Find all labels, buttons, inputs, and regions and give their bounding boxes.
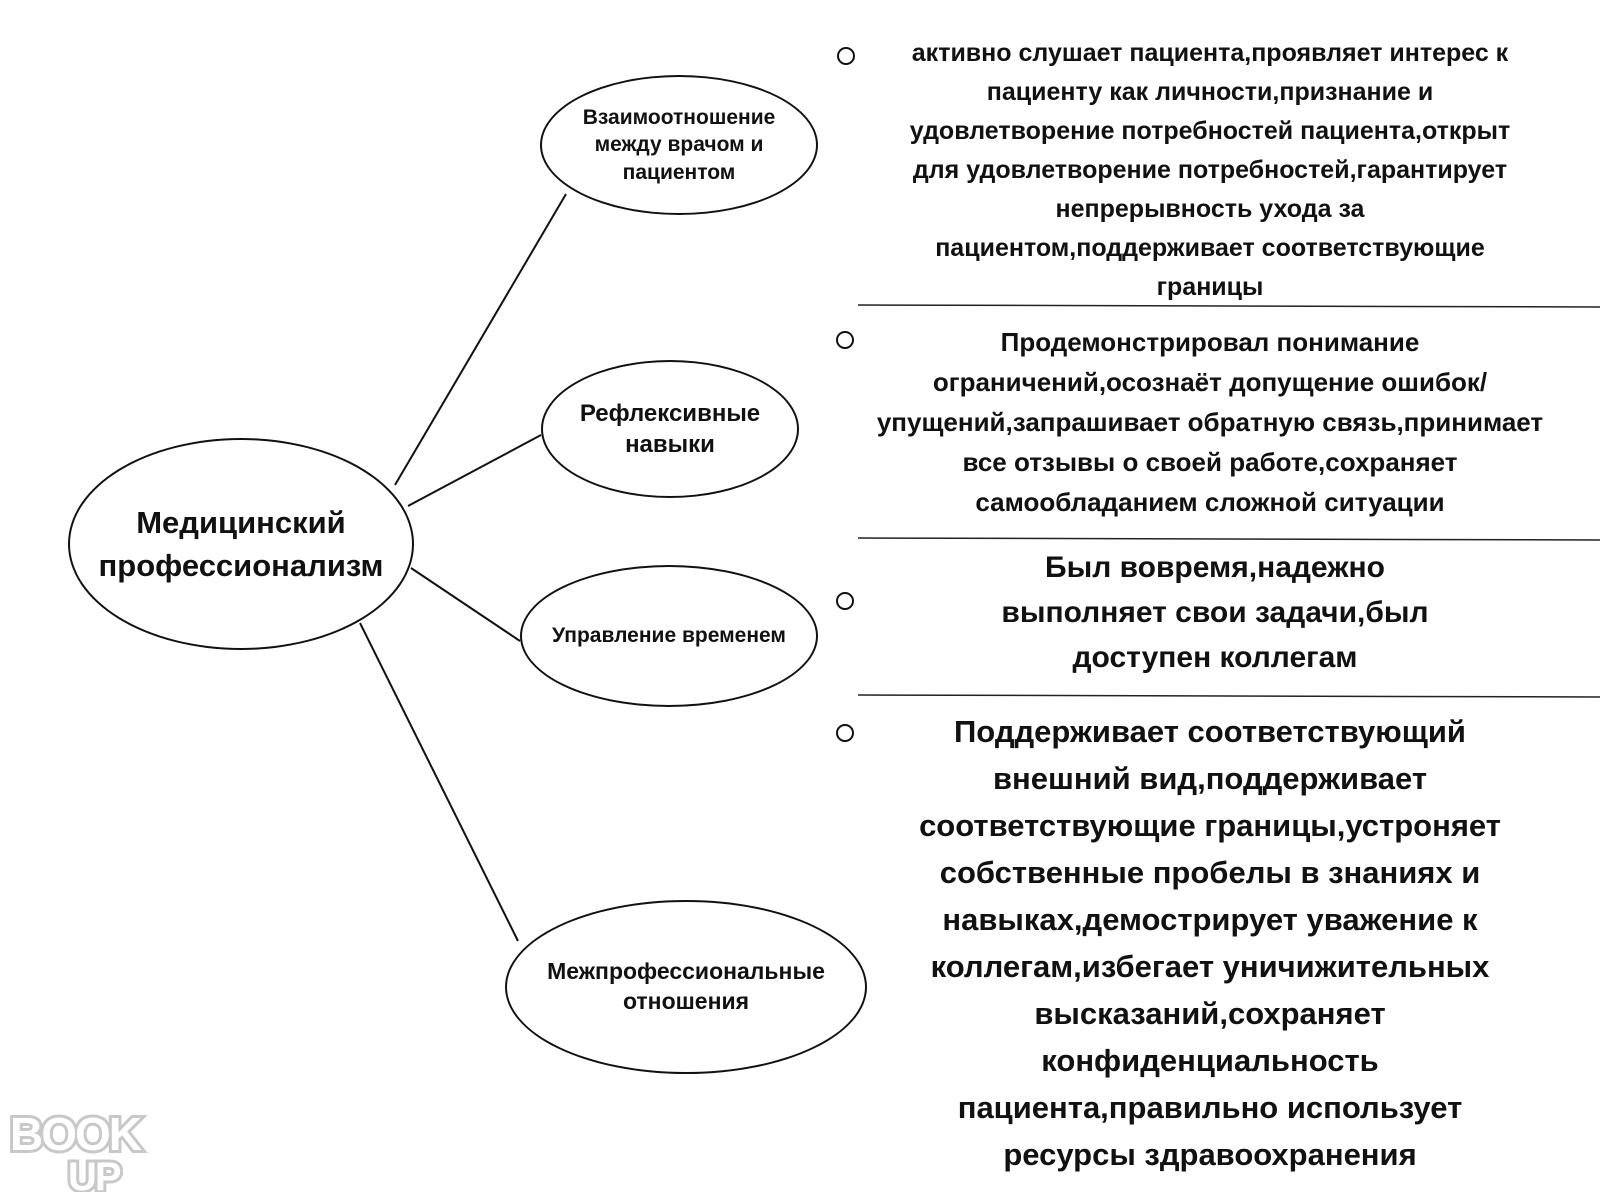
description-interprofessional-relations: Поддерживает соответствующий внешний вид…: [919, 714, 1501, 1172]
separator-line-2: [857, 537, 1600, 541]
connector-root-to-time: [410, 567, 521, 642]
node-label-line: Взаимоотношение: [582, 106, 776, 130]
description-reflexive-skills: Продемонстрировал понимание ограничений,…: [876, 327, 1544, 517]
node-label-line: пациентом: [622, 160, 736, 184]
connector-root-to-interprofessional: [359, 622, 519, 942]
node-label-line: навыки: [625, 431, 715, 458]
bookup-logo: BOOK UP: [8, 1108, 147, 1192]
node-doctor-patient-relationship: Взаимоотношение между врачом и пациентом: [540, 75, 818, 215]
description-doctor-patient-relationship: активно слушает пациента,проявляет интер…: [909, 39, 1511, 301]
root-node-line: профессионализм: [98, 548, 384, 583]
node-reflexive-skills: Рефлексивные навыки: [541, 360, 799, 498]
root-node-line: Медицинский: [136, 504, 346, 540]
bullet-circle-icon: [837, 47, 855, 65]
node-label-line: Управление временем: [552, 624, 786, 648]
node-time-management: Управление временем: [520, 565, 818, 707]
connector-root-to-relationship: [394, 193, 567, 486]
separator-line-3: [857, 694, 1600, 698]
root-node-medical-professionalism: Медицинский профессионализм: [68, 438, 414, 650]
description-time-management: Был вовремя,надежно выполняет свои задач…: [1001, 551, 1429, 674]
bullet-circle-icon: [836, 592, 854, 610]
separator-line-1: [857, 304, 1600, 308]
node-label-line: Межпрофессиональные: [547, 958, 825, 985]
logo-text-top: BOOK: [10, 1108, 142, 1160]
bullet-circle-icon: [836, 331, 854, 349]
node-label-line: отношения: [622, 988, 750, 1014]
node-interprofessional-relations: Межпрофессиональные отношения: [505, 900, 867, 1074]
connector-root-to-reflexive: [407, 434, 542, 507]
logo-text-bottom: UP: [68, 1155, 121, 1192]
bullet-circle-icon: [836, 724, 854, 742]
node-label-line: между врачом и: [594, 133, 764, 157]
node-label-line: Рефлексивные: [579, 399, 761, 427]
